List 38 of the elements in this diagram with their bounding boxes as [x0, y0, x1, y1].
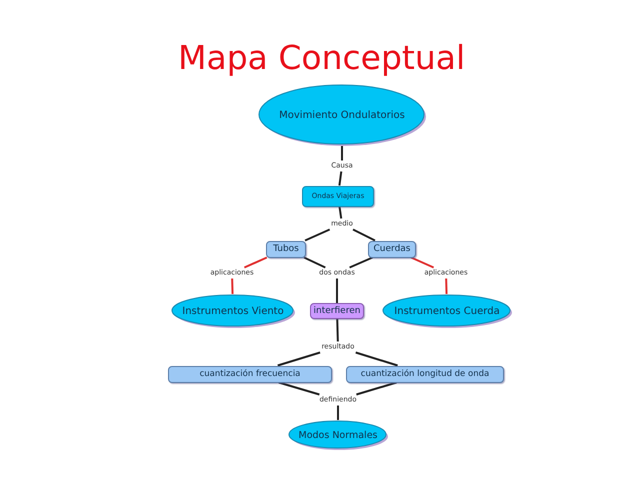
- diagram-title: Mapa Conceptual: [178, 38, 466, 77]
- connector-line: [336, 278, 338, 303]
- connector-line: [336, 318, 339, 342]
- concept-box: [266, 240, 306, 258]
- concept-label: cuantización frecuencia: [200, 369, 300, 379]
- connector-line: [338, 171, 342, 186]
- connector-line: [304, 256, 326, 268]
- concept-box: [368, 240, 416, 258]
- connector-line: [244, 256, 268, 268]
- connector-line: [355, 352, 398, 366]
- concept-label: Modos Normales: [298, 430, 378, 440]
- concept-ellipse: [171, 294, 295, 328]
- connector-line: [231, 278, 234, 294]
- concept-label: Tubos: [273, 244, 299, 254]
- connector-line: [277, 352, 320, 366]
- connector-line: [445, 278, 448, 294]
- concept-box: [346, 366, 504, 382]
- concept-label: Cuerdas: [374, 244, 410, 254]
- connector-line: [341, 146, 343, 160]
- concept-box: [302, 186, 374, 206]
- connector-line: [278, 382, 320, 396]
- connector-line: [349, 256, 373, 268]
- concept-label: Instrumentos Cuerda: [394, 306, 500, 316]
- connector-line: [304, 228, 330, 242]
- connector-line: [410, 256, 434, 268]
- concept-label: cuantización longitud de onda: [360, 369, 490, 379]
- concept-box: [168, 366, 332, 382]
- concept-label: interfieren: [314, 306, 360, 316]
- connector-line: [337, 406, 339, 420]
- concept-label: Movimiento Ondulatorios: [279, 110, 405, 120]
- concept-ellipse: [382, 294, 512, 328]
- highlight-box: [310, 303, 364, 319]
- connector-line: [356, 382, 397, 396]
- connector-line: [338, 206, 342, 219]
- concept-ellipse: [288, 420, 388, 450]
- concept-label: Instrumentos Viento: [182, 306, 284, 316]
- concept-ellipse: [258, 84, 426, 146]
- connector-line: [352, 228, 376, 242]
